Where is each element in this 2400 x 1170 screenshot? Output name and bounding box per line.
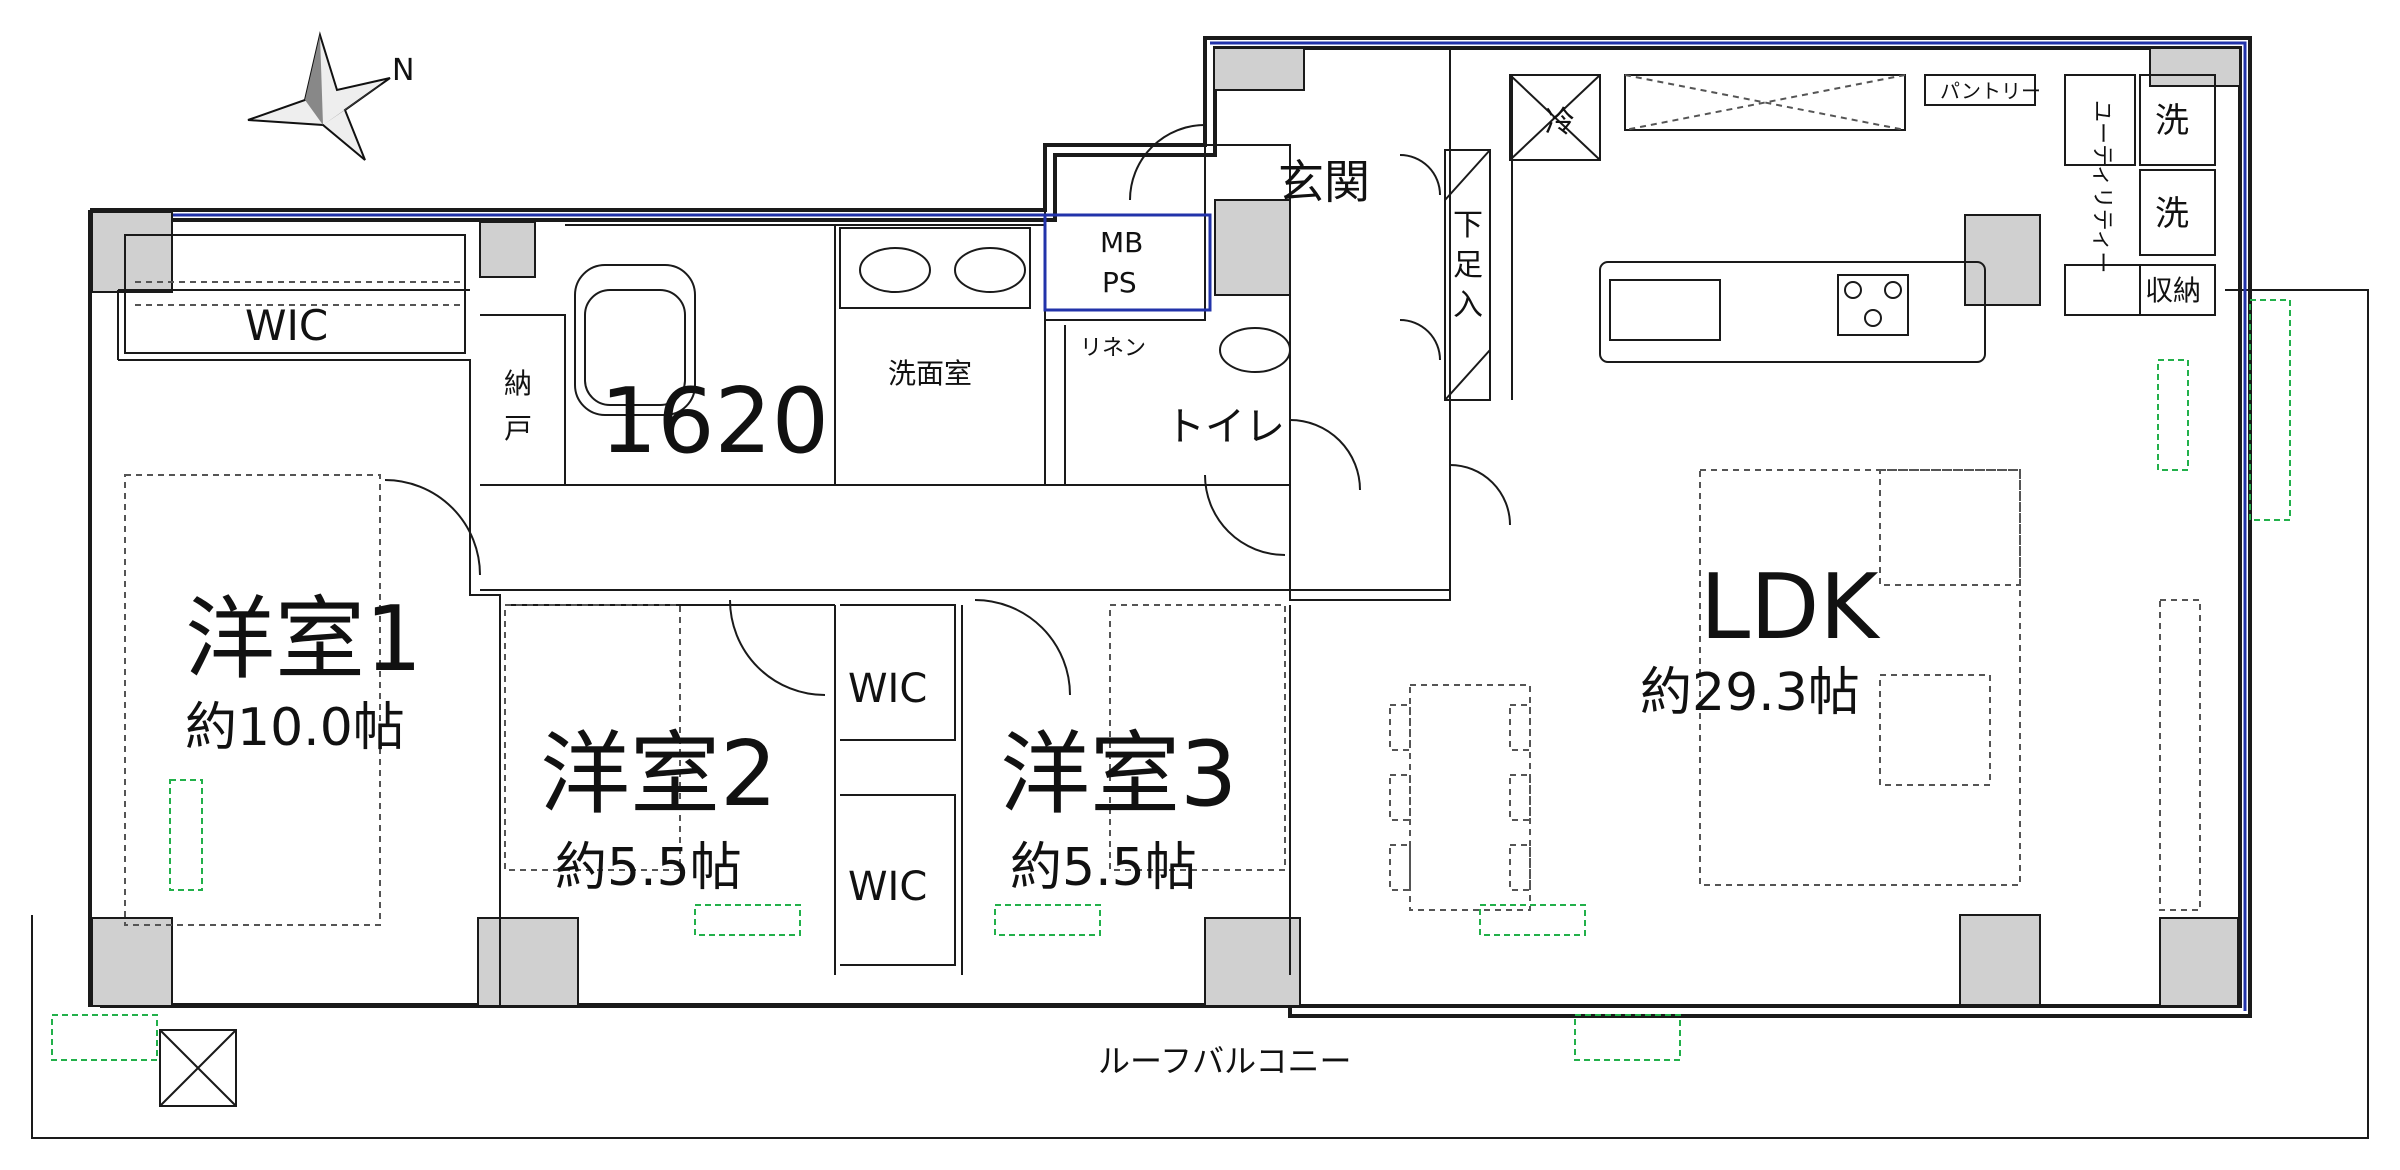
door-swings [384,124,1511,696]
storage-nando-label-2: 戸 [504,412,532,445]
columns [91,47,2241,1007]
bedroom1-name: 洋室1 [185,587,422,692]
compass-rose [247,31,391,161]
pantry-label: パントリー [1940,79,2041,103]
interior-walls [117,48,1513,1005]
bedroom2-size: 約5.5帖 [555,838,742,898]
furniture [124,469,2201,926]
shoe-box-label-3: 入 [1453,288,1483,323]
bath-size-label: 1620 [600,369,829,474]
washer-2-label: 洗 [2155,194,2189,234]
compass-north-label: N [392,53,414,88]
balcony-label: ルーフバルコニー [1098,1042,1351,1080]
mbps-shaft [1043,213,1212,312]
mbps-label-1: MB [1100,226,1143,259]
bathtub [574,264,696,416]
washroom-label: 洗面室 [888,357,972,390]
ldk-name: LDK [1700,555,1880,660]
washer-1-label: 洗 [2155,101,2189,141]
toilet-label: トイレ [1165,404,1285,450]
shoe-cabinet [1444,149,1491,401]
utility-label: ユーティリティー [2089,100,2114,273]
entrance-label: 玄関 [1278,155,1370,209]
washroom-sinks [839,227,1291,373]
exterior-walls [88,36,2252,1018]
fridge-label: 冷 [1545,105,1575,140]
shoe-box-label-1: 下 [1453,208,1483,243]
wic-mid-label: WIC [848,666,927,712]
mbps-label-2: PS [1102,266,1137,299]
roof-balcony [31,289,2369,1139]
bedroom3-name: 洋室3 [1000,722,1237,827]
storage-nando-label-1: 納 [504,367,532,400]
kitchen [1509,74,2216,363]
bedroom3-size: 約5.5帖 [1010,838,1197,898]
wic-low-label: WIC [848,864,927,910]
outdoor-units [51,299,2291,1061]
ldk-size: 約29.3帖 [1640,663,1860,723]
linen-label: リネン [1080,336,1146,361]
bedroom1-size: 約10.0帖 [185,698,405,758]
wic-top-label: WIC [245,301,328,350]
shoe-box-label-2: 足 [1453,248,1483,283]
ldk-storage-label: 収納 [2145,274,2201,307]
bedroom2-name: 洋室2 [540,722,777,827]
